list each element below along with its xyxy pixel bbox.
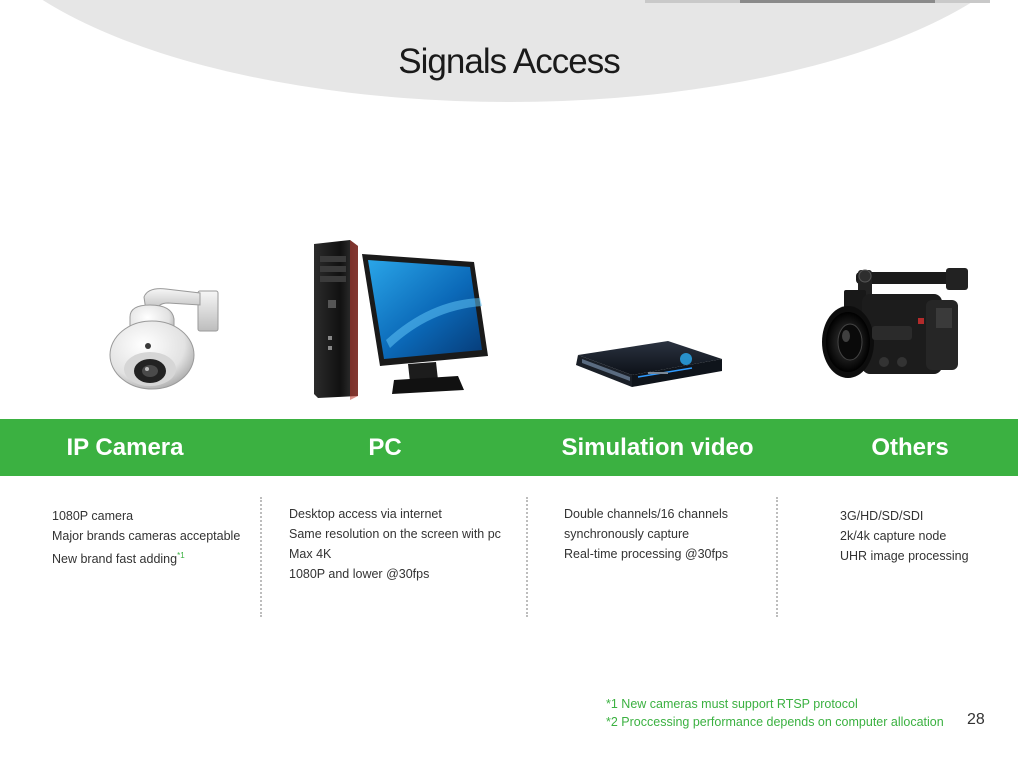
pc-heading: PC [368, 434, 402, 461]
capture-box-icon [576, 341, 722, 387]
list-item: 3G/HD/SD/SDI [840, 509, 924, 523]
list-item: Real-time processing @30fps [564, 547, 729, 561]
ip-camera-icon [109, 288, 219, 390]
list-item: New brand fast adding*1 [52, 546, 240, 569]
list-item: UHR image processing [840, 549, 969, 563]
footnote-marker: *1 [177, 551, 185, 560]
page-number: 28 [967, 711, 985, 728]
footnotes: *1 New cameras must support RTSP protoco… [606, 695, 944, 731]
column-divider [526, 497, 528, 617]
list-item: 2k/4k capture node [840, 529, 947, 543]
top-strip-accent [740, 0, 935, 3]
page-title: Signals Access [398, 42, 620, 81]
ip-camera-description: 1080P camera Major brands cameras accept… [52, 506, 240, 569]
desktop-pc-icon [314, 240, 488, 400]
footnote: *2 Proccessing performance depends on co… [606, 715, 944, 729]
others-description: 3G/HD/SD/SDI 2k/4k capture node UHR imag… [840, 506, 969, 566]
list-item: Same resolution on the screen with pc [289, 527, 501, 541]
list-item: 1080P and lower @30fps [289, 567, 430, 581]
pc-description: Desktop access via internet Same resolut… [289, 504, 501, 584]
list-item: Major brands cameras acceptable [52, 529, 241, 543]
others-heading: Others [871, 434, 949, 461]
column-divider [260, 497, 262, 617]
simulation-video-description: Double channels/16 channels synchronousl… [564, 504, 728, 564]
category-band: IP Camera PC Simulation video Others [0, 419, 1018, 476]
list-item: synchronously capture [564, 527, 690, 541]
list-item: Double channels/16 channels [564, 507, 729, 521]
list-item-text: New brand fast adding [52, 552, 178, 567]
footnote: *1 New cameras must support RTSP protoco… [606, 697, 858, 711]
list-item: Max 4K [289, 547, 332, 561]
list-item: 1080P camera [52, 509, 134, 523]
simulation-video-heading: Simulation video [561, 434, 754, 461]
list-item: Desktop access via internet [289, 507, 442, 521]
ip-camera-heading: IP Camera [66, 434, 184, 461]
column-divider [776, 497, 778, 617]
camcorder-icon [822, 268, 968, 378]
